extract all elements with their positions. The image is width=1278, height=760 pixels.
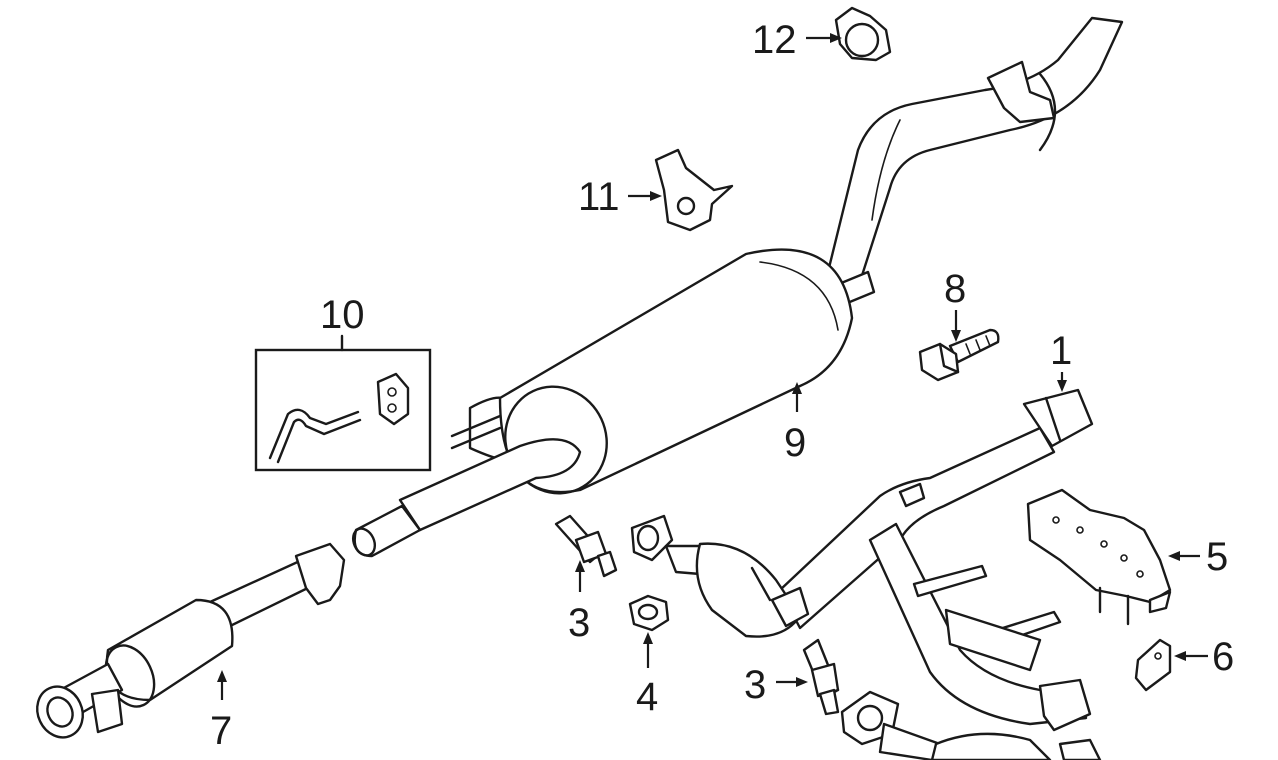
callout-7: 7 [210, 709, 232, 753]
callout-4: 4 [636, 675, 658, 719]
hanger-bracket-11 [654, 148, 734, 232]
stud-3-upper [554, 514, 618, 578]
leader-lines [217, 33, 1208, 700]
kit-insulator [376, 372, 410, 426]
callout-6: 6 [1212, 635, 1234, 679]
front-pipe-converter [778, 388, 1094, 732]
heat-shield [1026, 488, 1172, 626]
callout-3-upper: 3 [568, 601, 590, 645]
callout-labels: 12 11 8 1 10 9 5 6 3 4 3 7 [210, 18, 1234, 753]
resonator-assembly [36, 542, 346, 739]
catalytic-converter-left [630, 514, 810, 638]
callout-12: 12 [752, 18, 797, 62]
heat-shield-tab [912, 564, 988, 598]
nut-4 [628, 594, 670, 632]
callout-11: 11 [578, 175, 620, 219]
callout-1: 1 [1050, 329, 1072, 373]
bracket-6 [1134, 638, 1172, 692]
intermediate-pipe [351, 438, 582, 558]
hardware-kit-box [254, 334, 432, 472]
callout-5: 5 [1206, 535, 1228, 579]
callout-9: 9 [784, 421, 806, 465]
callout-10: 10 [320, 293, 365, 337]
catalytic-converter-right [840, 690, 1102, 760]
tail-pipe-hanger-bracket [986, 60, 1056, 124]
bolt-8 [918, 328, 1000, 382]
stud-3-lower [802, 638, 840, 716]
callout-3-lower: 3 [744, 663, 766, 707]
hanger-insulator-12 [834, 6, 892, 62]
resonator-clamp [294, 542, 346, 606]
callout-8: 8 [944, 267, 966, 311]
